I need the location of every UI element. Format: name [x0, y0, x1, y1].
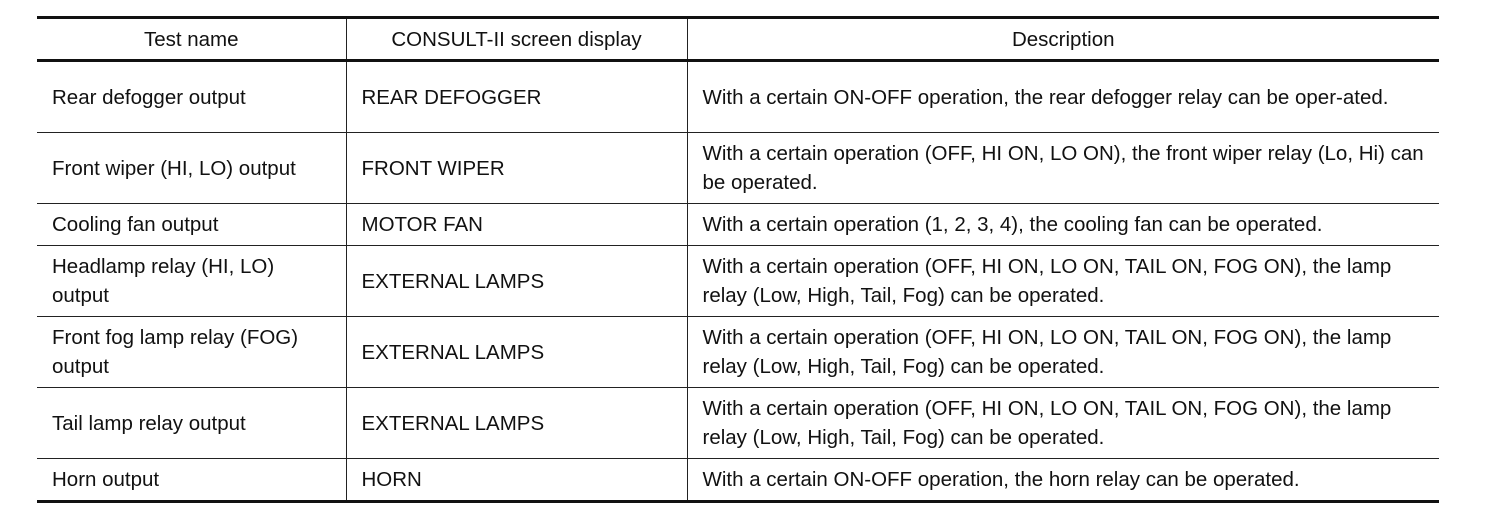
description-cell: With a certain operation (1, 2, 3, 4), t… [686, 203, 1439, 246]
screen-display-cell: FRONT WIPER [345, 132, 688, 204]
table-row: Tail lamp relay output EXTERNAL LAMPS Wi… [37, 387, 1439, 459]
test-name-cell: Front fog lamp relay (FOG) output [37, 316, 347, 388]
screen-display-cell: EXTERNAL LAMPS [345, 316, 688, 388]
active-test-table: Test name CONSULT-II screen display Desc… [37, 16, 1439, 503]
screen-display-cell: MOTOR FAN [345, 203, 688, 246]
description-cell: With a certain ON-OFF operation, the rea… [686, 60, 1439, 133]
table-row: Cooling fan output MOTOR FAN With a cert… [37, 203, 1439, 246]
table-row: Front fog lamp relay (FOG) output EXTERN… [37, 316, 1439, 388]
table-row: Front wiper (HI, LO) output FRONT WIPER … [37, 132, 1439, 204]
description-cell: With a certain operation (OFF, HI ON, LO… [686, 245, 1439, 317]
screen-display-cell: HORN [345, 458, 688, 503]
screen-display-cell: REAR DEFOGGER [345, 60, 688, 133]
table-row: Headlamp relay (HI, LO) output EXTERNAL … [37, 245, 1439, 317]
header-screen-display: CONSULT-II screen display [345, 16, 688, 62]
test-name-cell: Horn output [37, 458, 347, 503]
table-row: Rear defogger output REAR DEFOGGER With … [37, 60, 1439, 133]
table-body: Rear defogger output REAR DEFOGGER With … [37, 60, 1439, 503]
header-row: Test name CONSULT-II screen display Desc… [37, 16, 1439, 62]
description-cell: With a certain operation (OFF, HI ON, LO… [686, 132, 1439, 204]
description-cell: With a certain ON-OFF operation, the hor… [686, 458, 1439, 503]
test-name-cell: Tail lamp relay output [37, 387, 347, 459]
description-cell: With a certain operation (OFF, HI ON, LO… [686, 387, 1439, 459]
screen-display-cell: EXTERNAL LAMPS [345, 245, 688, 317]
description-cell: With a certain operation (OFF, HI ON, LO… [686, 316, 1439, 388]
test-name-cell: Headlamp relay (HI, LO) output [37, 245, 347, 317]
test-name-cell: Front wiper (HI, LO) output [37, 132, 347, 204]
table-header: Test name CONSULT-II screen display Desc… [37, 16, 1439, 62]
screen-display-cell: EXTERNAL LAMPS [345, 387, 688, 459]
test-name-cell: Rear defogger output [37, 60, 347, 133]
header-description: Description [686, 16, 1439, 62]
test-name-cell: Cooling fan output [37, 203, 347, 246]
table-row: Horn output HORN With a certain ON-OFF o… [37, 458, 1439, 503]
header-test-name: Test name [37, 16, 347, 62]
